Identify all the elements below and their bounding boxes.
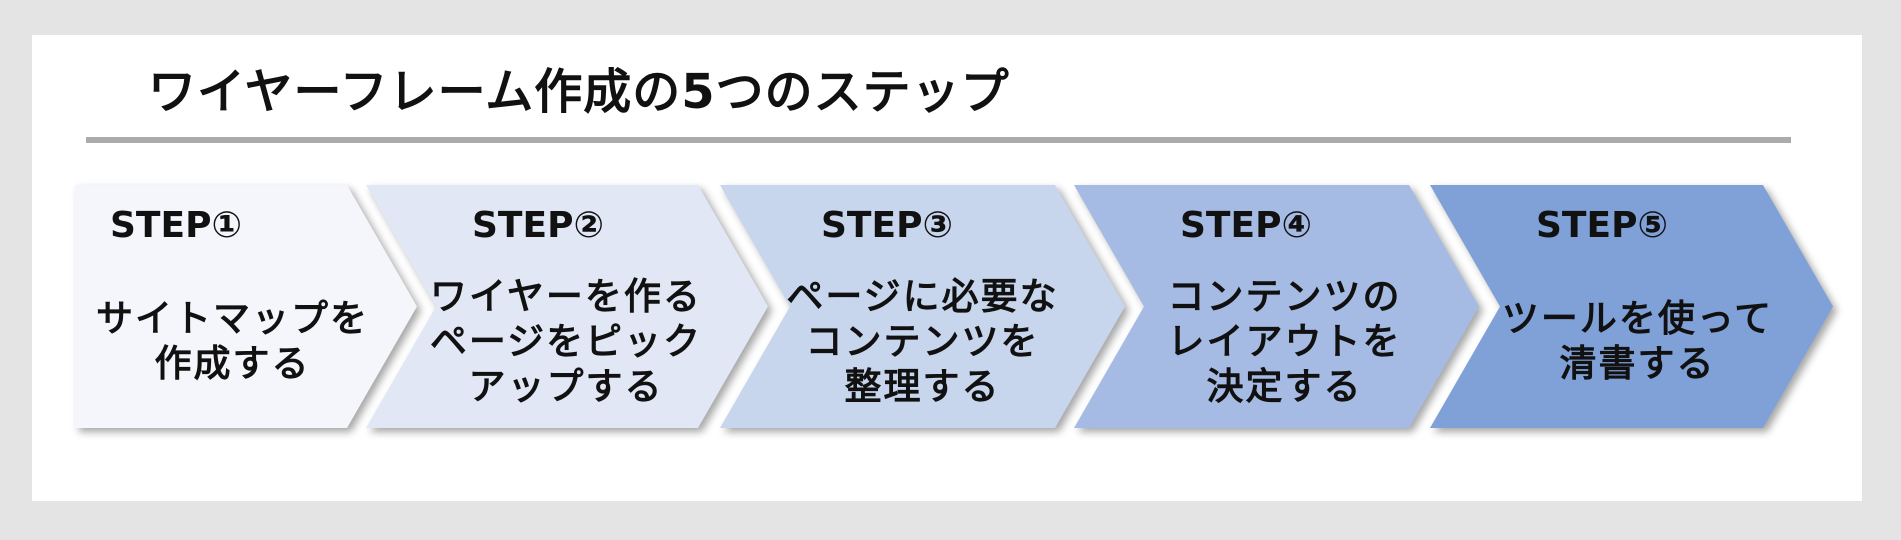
step-4-line-2: レイアウトを [1167,319,1402,363]
step-5-label: STEP⑤ [1536,205,1668,246]
step-2-text: ワイヤーを作る ページをピック アップする [406,263,726,419]
step-5-line-2: 清書する [1559,342,1716,385]
step-5-chevron: STEP⑤ ツールを使って 清書する [1430,185,1840,428]
step-2-line-3: アップする [468,364,664,408]
step-3-line-1: ページに必要な [786,274,1059,318]
step-4-shape [1074,185,1479,428]
step-2-line-1: ワイヤーを作る [430,274,702,318]
step-4-chevron: STEP④ コンテンツの レイアウトを 決定する [1074,185,1484,428]
step-5-text: ツールを使って 清書する [1475,263,1800,419]
step-4-line-3: 決定する [1206,364,1363,408]
step-4-text: コンテンツの レイアウトを 決定する [1122,263,1447,419]
step-3-shape [720,185,1125,428]
step-3-line-2: コンテンツを [805,319,1040,363]
step-2-chevron: STEP② ワイヤーを作る ページをピック アップする [366,185,772,428]
step-1-shape [75,185,417,428]
step-3-text: ページに必要な コンテンツを 整理する [760,263,1085,419]
step-4-line-1: コンテンツの [1167,274,1402,318]
step-2-line-2: ページをピック [429,319,703,363]
diagram-title: ワイヤーフレーム作成の5つのステップ [148,64,1010,120]
step-1-text: サイトマップを 作成する [75,263,390,419]
step-3-line-3: 整理する [844,364,1001,408]
title-divider [86,137,1791,143]
step-1-line-2: 作成する [154,342,311,385]
step-2-shape [366,185,768,428]
step-2-label: STEP② [472,205,604,246]
step-3-chevron: STEP③ ページに必要な コンテンツを 整理する [720,185,1130,428]
step-5-shape [1430,185,1833,428]
step-3-label: STEP③ [821,205,953,246]
step-1-chevron: STEP① サイトマップを 作成する [75,185,420,428]
step-1-label: STEP① [110,205,242,246]
step-5-line-1: ツールを使って [1501,297,1774,340]
step-4-label: STEP④ [1180,205,1312,246]
step-1-line-1: サイトマップを [96,297,369,340]
